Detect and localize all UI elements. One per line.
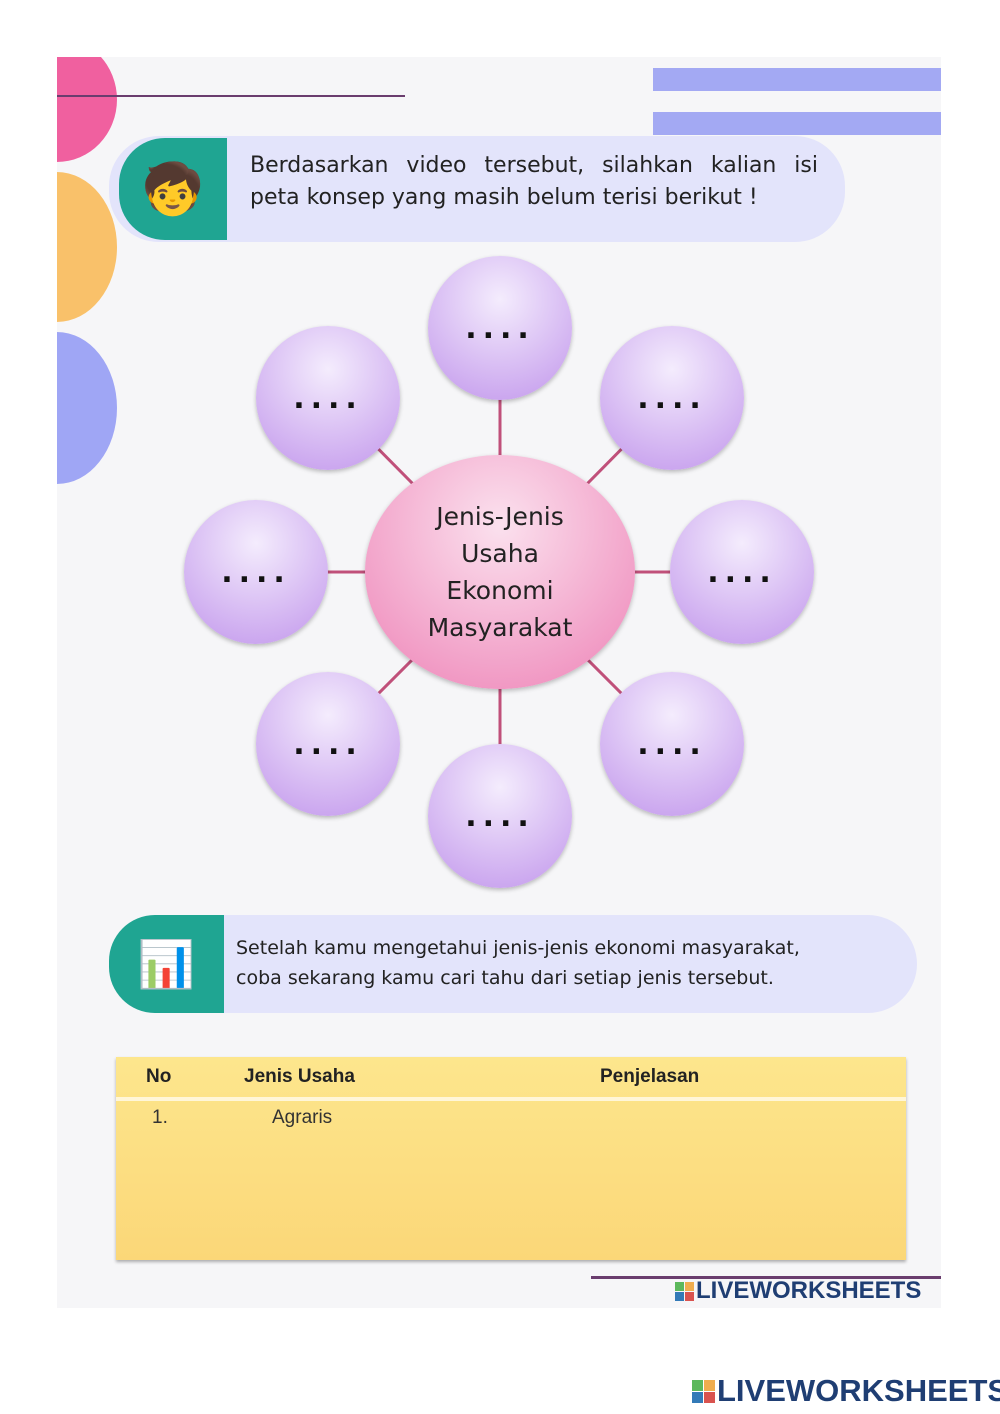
header-line xyxy=(57,95,405,97)
instruction-bubble-2 xyxy=(109,915,917,1013)
explanation-table: No Jenis Usaha Penjelasan 1. Agraris xyxy=(116,1057,906,1260)
logo-text: LIVEWORKSHEETS xyxy=(717,1373,1000,1408)
row-no: 1. xyxy=(152,1107,168,1128)
logo-icon xyxy=(675,1281,694,1301)
concept-node-bottom-left[interactable]: .... xyxy=(256,672,400,816)
center-line: Masyarakat xyxy=(427,613,573,642)
concept-node-top-left[interactable]: .... xyxy=(256,326,400,470)
logo-icon xyxy=(692,1379,715,1403)
concept-node-bottom-right[interactable]: .... xyxy=(600,672,744,816)
instruction-bubble-1 xyxy=(109,136,845,242)
instruction-line: coba sekarang kamu cari tahu dari setiap… xyxy=(236,967,774,989)
concept-node-top[interactable]: .... xyxy=(428,256,572,400)
center-line: Ekonomi xyxy=(446,576,554,605)
header-no: No xyxy=(146,1066,172,1087)
liveworksheets-logo: LIVEWORKSHEETS xyxy=(692,1373,1000,1409)
center-line: Jenis-Jenis xyxy=(436,502,564,531)
concept-node-top-right[interactable]: .... xyxy=(600,326,744,470)
concept-center: Jenis-Jenis Usaha Ekonomi Masyarakat xyxy=(365,455,635,689)
economy-chart-icon: 📊 xyxy=(109,915,224,1013)
header-jenis-usaha: Jenis Usaha xyxy=(244,1066,355,1087)
instruction-line: Setelah kamu mengetahui jenis-jenis ekon… xyxy=(236,937,800,959)
header-bar-1 xyxy=(653,68,941,91)
header-penjelasan: Penjelasan xyxy=(600,1066,700,1087)
center-line: Usaha xyxy=(461,539,539,568)
header-divider xyxy=(116,1097,906,1101)
logo-text: LIVEWORKSHEETS xyxy=(696,1277,922,1304)
header-bar-2 xyxy=(653,112,941,135)
concept-node-left[interactable]: .... xyxy=(184,500,328,644)
instruction-text-1: Berdasarkan video tersebut, silahkan kal… xyxy=(250,153,818,210)
liveworksheets-logo-inner: LIVEWORKSHEETS xyxy=(675,1277,921,1305)
row-penjelasan-input[interactable] xyxy=(600,1107,890,1247)
concept-node-right[interactable]: .... xyxy=(670,500,814,644)
concept-node-bottom[interactable]: .... xyxy=(428,744,572,888)
gardener-girl-icon: 🧒 xyxy=(119,138,227,240)
footer-line xyxy=(591,1276,941,1279)
row-jenis: Agraris xyxy=(272,1107,333,1128)
worksheet-page: 🧒 Berdasarkan video tersebut, silahkan k… xyxy=(57,57,941,1308)
instruction-text-2: Setelah kamu mengetahui jenis-jenis ekon… xyxy=(236,933,800,993)
